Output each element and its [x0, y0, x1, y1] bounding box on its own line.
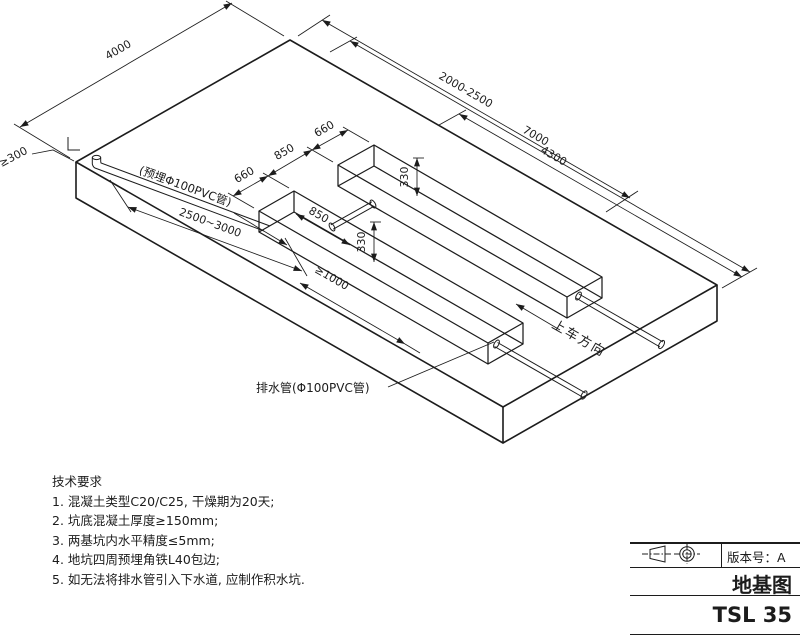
cone-icon [649, 545, 666, 563]
title-block-rule [630, 634, 800, 636]
title-block-rule [630, 542, 800, 544]
dim-platform-span: 2000-2500 [437, 69, 495, 110]
drain-pipe-near [493, 339, 588, 400]
technical-note-item: 1. 混凝土类型C20/C25, 干燥期为20天; [52, 493, 275, 509]
technical-notes: 技术要求 1. 混凝土类型C20/C25, 干燥期为20天; 2. 坑底混凝土厚… [52, 472, 305, 589]
title-block-rule [630, 595, 800, 597]
version-field: 版本号：A [727, 550, 786, 565]
annotation-texts: (预埋Φ100PVC管) 排水管(Φ100PVC管) 上车方向 [137, 163, 609, 395]
dimension-texts: 4000 2000-2500 7000 4300 ≥300 660 850 66… [0, 37, 569, 293]
dim-partial-length: 4300 [538, 143, 569, 168]
model-number: TSL 35 [712, 603, 792, 627]
title-block-rule [630, 567, 800, 569]
dim-trench-gap: 850 [272, 141, 297, 163]
drain-pipe-far [575, 291, 666, 350]
dim-trench2-width: 660 [232, 164, 257, 186]
isometric-foundation-view: 4000 2000-2500 7000 4300 ≥300 660 850 66… [0, 0, 758, 444]
drawing-title: 地基图 [732, 573, 792, 597]
embedded-pipe-label: (预埋Φ100PVC管) [137, 163, 233, 209]
technical-note-item: 5. 如无法将排水管引入下水道, 应制作积水坑. [52, 571, 305, 587]
dim-trench1-width: 660 [312, 118, 337, 140]
dimension-lines [13, 0, 758, 388]
dim-slab-width: 4000 [103, 37, 134, 62]
drive-direction-label: 上车方向 [549, 317, 609, 361]
technical-note-item: 2. 坑底混凝土厚度≥150mm; [52, 513, 219, 528]
drive-direction-arrow [515, 303, 561, 331]
slab-outline [75, 39, 718, 444]
circle-view-icon [679, 546, 695, 562]
dim-trench2-depth: 330 [355, 232, 368, 253]
technical-notes-title: 技术要求 [52, 474, 103, 489]
drain-pipe-label: 排水管(Φ100PVC管) [256, 380, 370, 395]
technical-note-item: 3. 两基坑内水平精度≤5mm; [52, 532, 215, 548]
pipe-stub-tick [67, 137, 80, 151]
embedded-pvc-pipe [67, 137, 271, 232]
dim-trench1-depth: 330 [398, 167, 411, 188]
first-angle-projection-symbol [642, 544, 700, 564]
title-block-divider [721, 542, 723, 567]
dim-front-clearance: ≥1000 [312, 263, 351, 293]
dim-edge-margin: ≥300 [0, 144, 30, 170]
technical-note-item: 4. 地坑四周预埋角铁L40包边; [52, 552, 220, 567]
